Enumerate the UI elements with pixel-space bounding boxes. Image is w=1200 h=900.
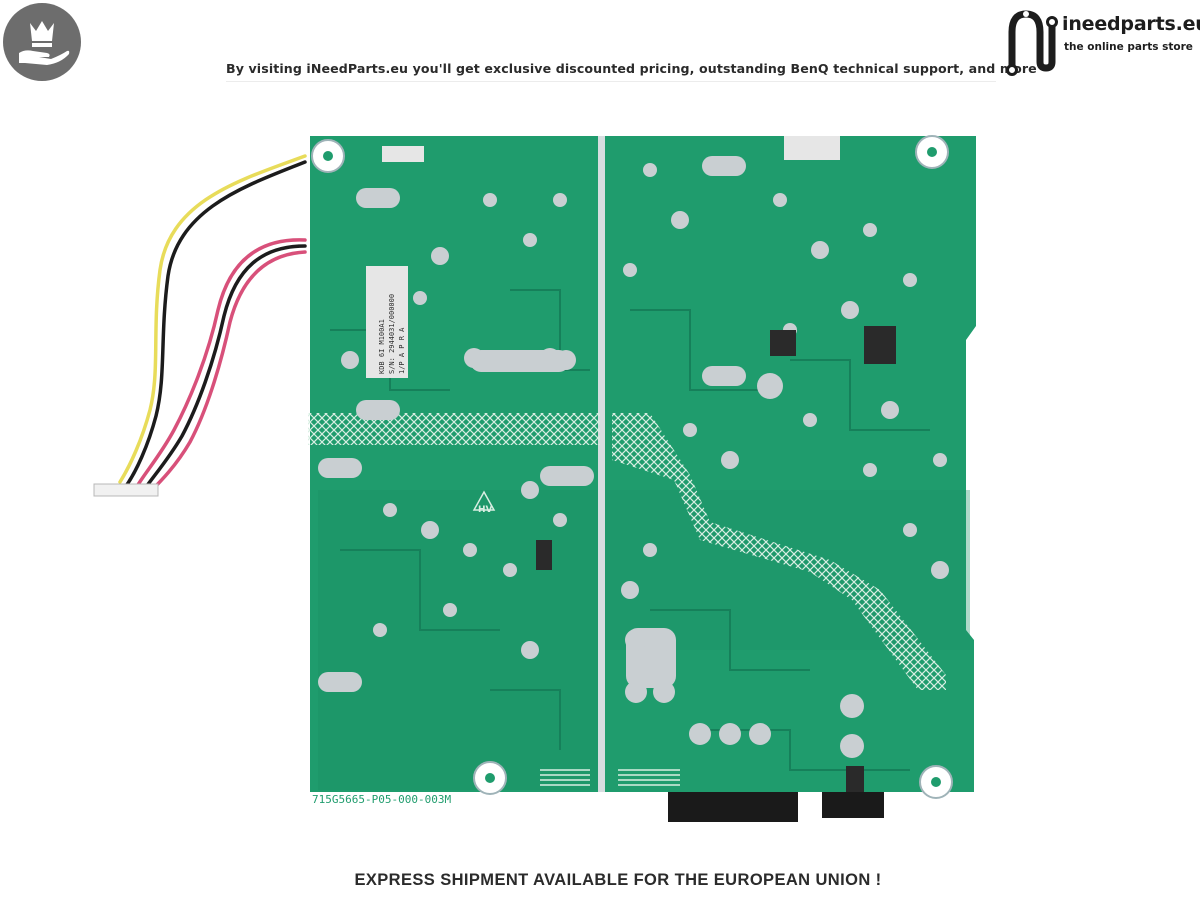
- sticker-line: KDB 6I M100A1: [378, 319, 386, 374]
- power-board-photo: KDB 6I M100A1 S/N: 2944031/000000 1/P A …: [93, 135, 976, 822]
- pcb-slot: [598, 136, 605, 792]
- header-divider: [226, 81, 996, 82]
- crown-hand-icon: [19, 21, 70, 65]
- silkscreen-hatch: [612, 413, 946, 690]
- sticker-line: 1/P A P R A: [398, 327, 406, 374]
- wire-harness: [118, 154, 307, 494]
- sticker-line: S/N: 2944031/000000: [388, 294, 396, 374]
- hv-mark: HV: [478, 505, 493, 515]
- n-circuit-logo-icon: [1006, 10, 1058, 76]
- promo-tagline: By visiting iNeedParts.eu you'll get exc…: [226, 61, 1037, 76]
- ineedparts-logo[interactable]: ineedparts.eu the online parts store: [1002, 2, 1200, 78]
- wire-connector: [93, 483, 159, 497]
- logo-name: ineedparts.eu: [1062, 13, 1200, 35]
- board-sticker: KDB 6I M100A1 S/N: 2944031/000000 1/P A …: [378, 294, 406, 374]
- connector-housing: [668, 792, 798, 822]
- board-part-number: 715G5665-P05-000-003M: [312, 793, 451, 806]
- logo-subtitle: the online parts store: [1064, 41, 1193, 53]
- connector-housing: [822, 792, 884, 818]
- shipping-notice: EXPRESS SHIPMENT AVAILABLE FOR THE EUROP…: [354, 871, 882, 889]
- silkscreen-hatch: [308, 413, 600, 445]
- crown-badge: [3, 3, 81, 81]
